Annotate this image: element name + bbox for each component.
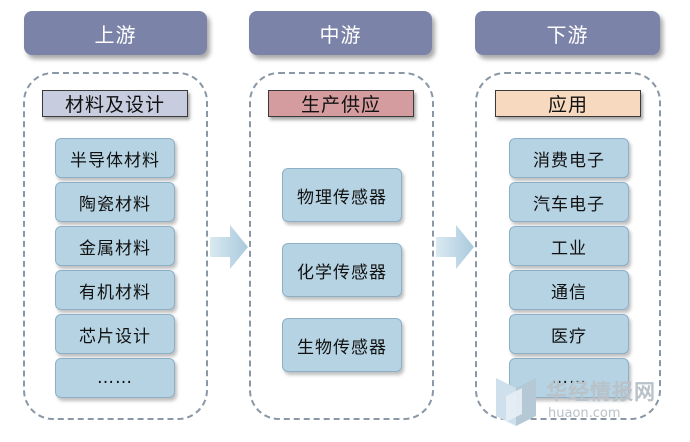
midstream-item: 生物传感器 (282, 318, 402, 372)
downstream-item-label: 通信 (551, 282, 587, 303)
downstream-item-label: 医疗 (551, 326, 587, 347)
upstream-item: 芯片设计 (55, 314, 175, 354)
downstream-category-label: 应用 (547, 94, 588, 116)
upstream-category-label: 材料及设计 (64, 94, 165, 116)
midstream-item-label: 物理传感器 (297, 187, 387, 208)
upstream-item-label: 芯片设计 (79, 326, 151, 347)
midstream-header-label: 中游 (319, 22, 362, 47)
midstream-item: 物理传感器 (282, 168, 402, 222)
watermark: 华经情报网 huaon.com (492, 370, 682, 436)
upstream-item-label: 陶瓷材料 (79, 194, 151, 215)
downstream-header-label: 下游 (546, 22, 589, 47)
downstream-item-label: 消费电子 (533, 150, 605, 171)
midstream-item-label: 生物传感器 (297, 337, 387, 358)
upstream-item: 半导体材料 (55, 138, 175, 178)
upstream-item: 金属材料 (55, 226, 175, 266)
upstream-item-label: 半导体材料 (70, 150, 160, 171)
upstream-item-label: 有机材料 (79, 282, 151, 303)
upstream-item: 陶瓷材料 (55, 182, 175, 222)
midstream-item-label: 化学传感器 (297, 262, 387, 283)
downstream-item-label: 汽车电子 (533, 194, 605, 215)
downstream-item: 医疗 (509, 314, 629, 354)
downstream-item: 消费电子 (509, 138, 629, 178)
midstream-category: 生产供应 (268, 90, 414, 117)
watermark-url: huaon.com (548, 406, 621, 421)
upstream-header: 上游 (24, 11, 207, 55)
downstream-category: 应用 (495, 90, 641, 117)
downstream-item: 工业 (509, 226, 629, 266)
downstream-item-label: 工业 (551, 238, 587, 259)
upstream-item-label: 金属材料 (79, 238, 151, 259)
flow-arrow-icon (210, 225, 248, 269)
downstream-item-label: …… (551, 368, 587, 388)
upstream-item: …… (55, 358, 175, 398)
downstream-item: 汽车电子 (509, 182, 629, 222)
downstream-item: 通信 (509, 270, 629, 310)
upstream-category: 材料及设计 (42, 90, 188, 117)
upstream-item: 有机材料 (55, 270, 175, 310)
watermark-name: 华经情报网 (546, 380, 656, 404)
midstream-header: 中游 (249, 11, 432, 55)
upstream-header-label: 上游 (94, 22, 137, 47)
upstream-item-label: …… (97, 368, 133, 388)
midstream-item: 化学传感器 (282, 243, 402, 297)
flow-arrow-icon (436, 225, 474, 269)
downstream-header: 下游 (475, 11, 660, 55)
midstream-category-label: 生产供应 (300, 94, 381, 116)
watermark-logo-icon (496, 378, 536, 426)
